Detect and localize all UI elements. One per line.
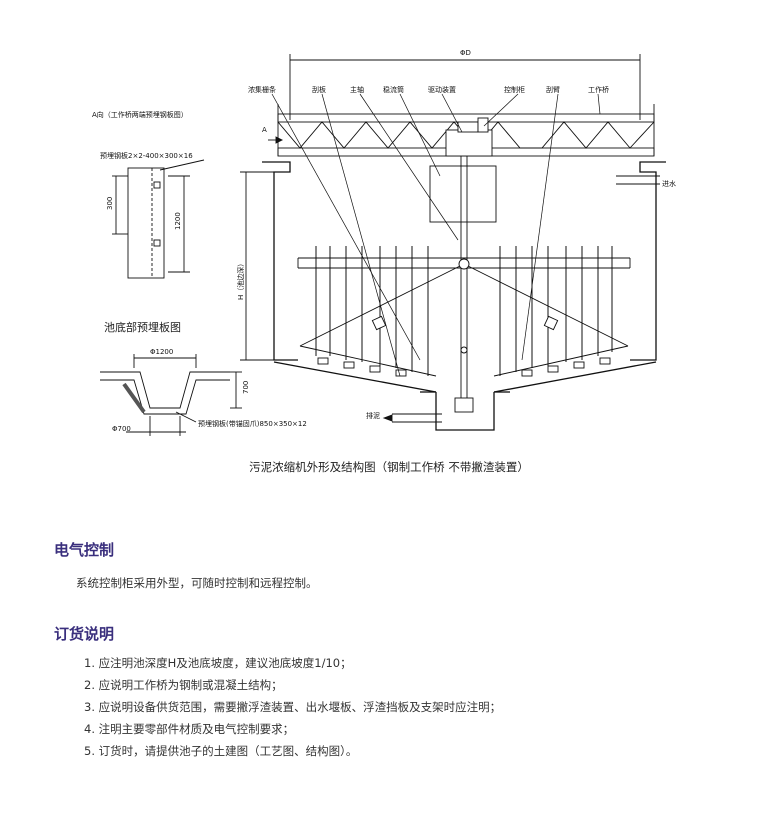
depth-dimension xyxy=(240,171,274,361)
list-item: 3. 应说明设备供货范围，需要撇浮渣装置、出水堰板、浮渣挡板及支架时应注明； xyxy=(84,700,502,714)
a-mark-label: A xyxy=(262,126,267,134)
diameter-dimension xyxy=(289,54,641,120)
electrical-text: 系统控制柜采用外型，可随时控制和远程控制。 xyxy=(76,576,318,590)
callout-stilling-well: 稳流筒 xyxy=(383,85,404,94)
dim-1200-label: 1200 xyxy=(174,212,182,230)
callout-leaders xyxy=(271,93,601,377)
inlet-label: 进水 xyxy=(662,179,676,188)
order-heading: 订货说明 xyxy=(54,625,115,643)
phi-1200-label: Φ1200 xyxy=(150,348,173,356)
plate1-label: 预埋钢板2×2-400×300×16 xyxy=(100,151,193,160)
scraper-blades xyxy=(317,357,611,377)
callout-pickets: 浓集栅条 xyxy=(248,85,276,94)
thickener-drawing: ΦD A向（工作桥两端预埋钢板图） A 预埋钢板2×2-400×300×16 3… xyxy=(92,49,676,436)
a-view-title: A向（工作桥两端预埋钢板图） xyxy=(92,110,188,119)
bottom-plate xyxy=(100,354,242,436)
list-item: 4. 注明主要零部件材质及电气控制要求； xyxy=(84,722,295,736)
stilling-well xyxy=(429,165,497,223)
a-view-marker xyxy=(268,136,284,144)
bottom-plate-title: 池底部预埋板图 xyxy=(104,320,181,334)
callout-scraper-arm: 刮臂 xyxy=(546,85,560,94)
electrical-heading: 电气控制 xyxy=(54,541,115,559)
tank-body xyxy=(262,161,666,431)
callout-control-cabinet: 控制柜 xyxy=(504,85,525,94)
list-item: 1. 应注明池深度H及池底坡度，建议池底坡度1/10； xyxy=(84,656,352,670)
dim-700-label: 700 xyxy=(242,381,250,394)
callout-main-shaft: 主轴 xyxy=(350,85,364,94)
a-view-plate xyxy=(112,159,205,279)
figure-caption: 污泥浓缩机外形及结构图（钢制工作桥 不带撇渣装置） xyxy=(249,460,529,474)
scraper-arms xyxy=(299,258,629,377)
dim-300-label: 300 xyxy=(106,197,114,210)
callout-bridge: 工作桥 xyxy=(588,85,609,94)
thickening-pickets xyxy=(315,246,613,376)
depth-label: H（池边深） xyxy=(236,260,245,300)
callout-drive-unit: 驱动装置 xyxy=(428,85,456,94)
callout-scraper-blade: 刮板 xyxy=(312,85,326,94)
phi-700-label: Φ700 xyxy=(112,425,131,433)
plate2-label: 预埋钢板(带锚固爪)850×350×12 xyxy=(198,419,307,428)
inlet-pipe xyxy=(616,175,660,185)
drive-unit xyxy=(445,117,493,157)
diameter-label: ΦD xyxy=(460,49,471,57)
sludge-outlet-label: 排泥 xyxy=(366,411,380,420)
sludge-pipe xyxy=(382,413,442,423)
main-shaft xyxy=(454,156,474,413)
order-notes-list: 1. 应注明池深度H及池底坡度，建议池底坡度1/10； 2. 应说明工作桥为钢制… xyxy=(84,652,501,762)
list-item: 2. 应说明工作桥为钢制或混凝土结构； xyxy=(84,678,283,692)
list-item: 5. 订货时，请提供池子的土建图（工艺图、结构图）。 xyxy=(84,744,358,758)
